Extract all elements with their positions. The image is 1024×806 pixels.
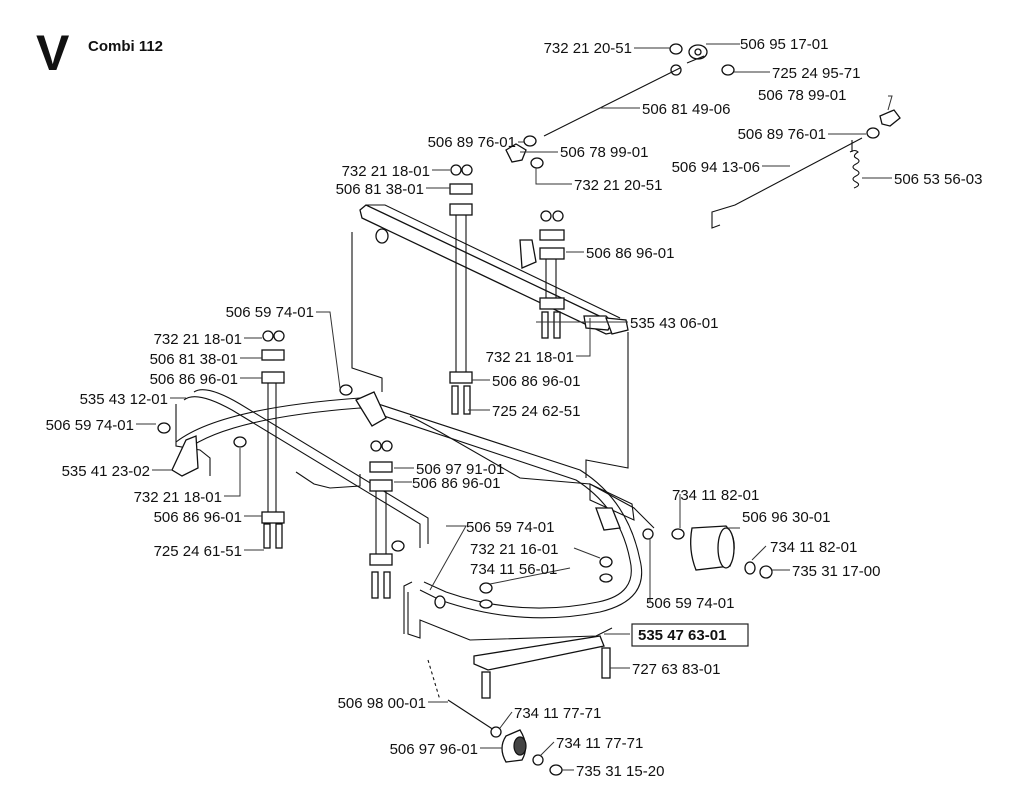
part-label-506869601-b: 506 86 96-01 [150, 371, 238, 388]
center-column-drawing [449, 164, 565, 415]
part-label-506869601-e: 506 86 96-01 [154, 509, 242, 526]
part-label-734118201-a: 734 11 82-01 [672, 487, 759, 504]
part-label-506869601-d: 506 86 96-01 [412, 475, 500, 492]
part-label-506963001: 506 96 30-01 [742, 509, 830, 526]
part-label-732211801-a: 732 21 18-01 [342, 163, 430, 180]
part-label-732212051-b: 732 21 20-51 [574, 177, 662, 194]
part-label-535476301: 535 47 63-01 [638, 627, 726, 644]
highlight-box [631, 623, 749, 647]
part-label-535412302: 535 41 23-02 [62, 463, 150, 480]
part-label-506869601-a: 506 86 96-01 [586, 245, 674, 262]
part-label-735311700: 735 31 17-00 [792, 563, 880, 580]
part-label-725249571: 725 24 95-71 [772, 65, 860, 82]
wheel-drawing [427, 525, 773, 776]
part-label-506897601-b: 506 89 76-01 [738, 126, 826, 143]
part-label-506814906: 506 81 49-06 [642, 101, 730, 118]
part-label-506535603: 506 53 56-03 [894, 171, 982, 188]
part-label-506979601: 506 97 96-01 [390, 741, 478, 758]
part-label-535431201: 535 43 12-01 [80, 391, 168, 408]
center-lower-stack-drawing [369, 440, 613, 699]
part-label-732211801-c: 732 21 18-01 [486, 349, 574, 366]
part-label-506813801-b: 506 81 38-01 [150, 351, 238, 368]
part-label-506597401-b: 506 59 74-01 [46, 417, 134, 434]
part-label-725246251: 725 24 62-51 [492, 403, 580, 420]
part-label-734117771-a: 734 11 77-71 [514, 705, 601, 722]
drawing [157, 43, 901, 776]
part-label-506597401-c: 506 59 74-01 [466, 519, 554, 536]
part-label-732211801-b: 732 21 18-01 [154, 331, 242, 348]
leader-lines [136, 43, 893, 771]
part-label-734117771-b: 734 11 77-71 [556, 735, 643, 752]
part-label-506789901-b: 506 78 99-01 [560, 144, 648, 161]
left-column-drawing [261, 330, 285, 549]
part-label-506979101: 506 97 91-01 [416, 461, 504, 478]
part-label-506869601-c: 506 86 96-01 [492, 373, 580, 390]
part-label-506941306: 506 94 13-06 [672, 159, 760, 176]
part-label-506897601-a: 506 89 76-01 [428, 134, 516, 151]
part-label-506597401-a: 506 59 74-01 [226, 304, 314, 321]
model-name: Combi 112 [88, 38, 164, 55]
part-label-734118201-b: 734 11 82-01 [770, 539, 857, 556]
part-label-732211601: 732 21 16-01 [470, 541, 558, 558]
upper-linkage-drawing [505, 43, 901, 229]
part-label-725246151: 725 24 61-51 [154, 543, 242, 560]
part-label-732211801-d: 732 21 18-01 [134, 489, 222, 506]
part-label-734115601: 734 11 56-01 [470, 561, 557, 578]
part-label-732212051-a: 732 21 20-51 [544, 40, 632, 57]
section-letter: V [36, 25, 70, 81]
part-label-735311520: 735 31 15-20 [576, 763, 664, 780]
part-label-727638301: 727 63 83-01 [632, 661, 720, 678]
part-labels: 732 21 20-51 506 95 17-01 725 24 95-71 5… [46, 36, 983, 780]
part-label-506980001: 506 98 00-01 [338, 695, 426, 712]
part-label-535430601: 535 43 06-01 [630, 315, 718, 332]
part-label-506789901-a: 506 78 99-01 [758, 87, 846, 104]
main-frame-drawing [157, 384, 655, 671]
part-label-506597401-d: 506 59 74-01 [646, 595, 734, 612]
part-label-506951701: 506 95 17-01 [740, 36, 828, 53]
part-label-506813801-a: 506 81 38-01 [336, 181, 424, 198]
